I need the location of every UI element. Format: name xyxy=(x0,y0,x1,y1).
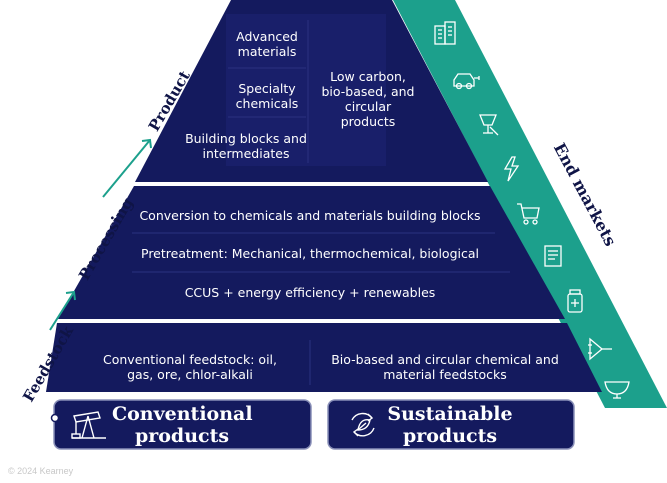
copyright-text: © 2024 Kearney xyxy=(8,466,74,476)
feedstock-tier xyxy=(46,323,602,392)
cart-icon xyxy=(517,203,540,225)
feedstock-sustainable-text: Bio-based and circular chemical and mate… xyxy=(331,352,559,382)
feedstock-conventional-text: Conventional feedstock: oil, gas, ore, c… xyxy=(103,352,277,382)
processing-row-ccus: CCUS + energy efficiency + renewables xyxy=(184,284,436,300)
bowl-icon xyxy=(604,381,630,399)
end-markets-band xyxy=(393,0,667,408)
glass-icon xyxy=(479,114,499,136)
sustainable-products-button-bg xyxy=(327,399,575,450)
recycle-leaf-icon xyxy=(351,412,375,437)
medicine-bottle-icon xyxy=(567,289,583,313)
product-item-advanced-materials: Advanced materials xyxy=(236,29,298,59)
product-low-carbon-text: Low carbon, bio-based, and circular prod… xyxy=(321,69,415,129)
oil-pump-icon xyxy=(71,411,106,439)
processing-tier xyxy=(58,186,565,319)
product-item-building-blocks: Building blocks and intermediates xyxy=(185,131,307,161)
conventional-products-button-bg xyxy=(53,399,312,450)
car-icon xyxy=(453,73,480,90)
selector-dot xyxy=(50,413,60,423)
circuit-icon xyxy=(588,337,612,361)
lightning-icon xyxy=(503,156,520,182)
feedstock-to-processing-arrow xyxy=(49,290,76,331)
processing-row-pretreatment: Pretreatment: Mechanical, thermochemical… xyxy=(141,245,479,261)
processing-row-conversion: Conversion to chemicals and materials bu… xyxy=(139,207,481,223)
sustainable-products-button[interactable]: Sustainable products xyxy=(387,403,513,447)
processing-to-product-arrow xyxy=(102,138,152,198)
product-inner-panel xyxy=(226,14,386,166)
document-icon xyxy=(544,245,562,267)
product-item-specialty-chemicals: Specialty chemicals xyxy=(235,81,299,111)
conventional-products-button[interactable]: Conventional products xyxy=(112,403,253,447)
building-icon xyxy=(434,21,456,45)
